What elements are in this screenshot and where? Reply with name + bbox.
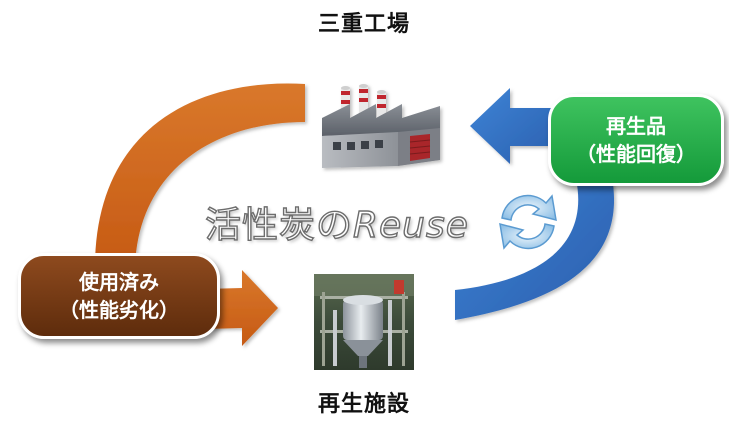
factory-label: 三重工場 [317,12,410,37]
facility-photo [314,274,414,370]
center-title: 活性炭のReuse [204,196,475,248]
used-badge-line2: （性能劣化） [59,298,179,322]
orange-curved-arrow [95,83,305,268]
used-badge-line1: 使用済み [79,270,159,294]
regenerated-badge-line2: （性能回復） [576,142,696,166]
regenerated-product-badge: 再生品 （性能回復） [548,94,724,186]
regenerated-badge-line1: 再生品 [606,114,666,138]
used-product-badge: 使用済み （性能劣化） [18,253,220,339]
center-title-latin: Reuse [352,204,469,246]
center-title-jp: 活性炭の [204,204,354,246]
recycle-icon [499,194,557,250]
blue-arrow-head [470,88,560,164]
factory-icon [322,84,440,168]
facility-label: 再生施設 [317,392,410,417]
